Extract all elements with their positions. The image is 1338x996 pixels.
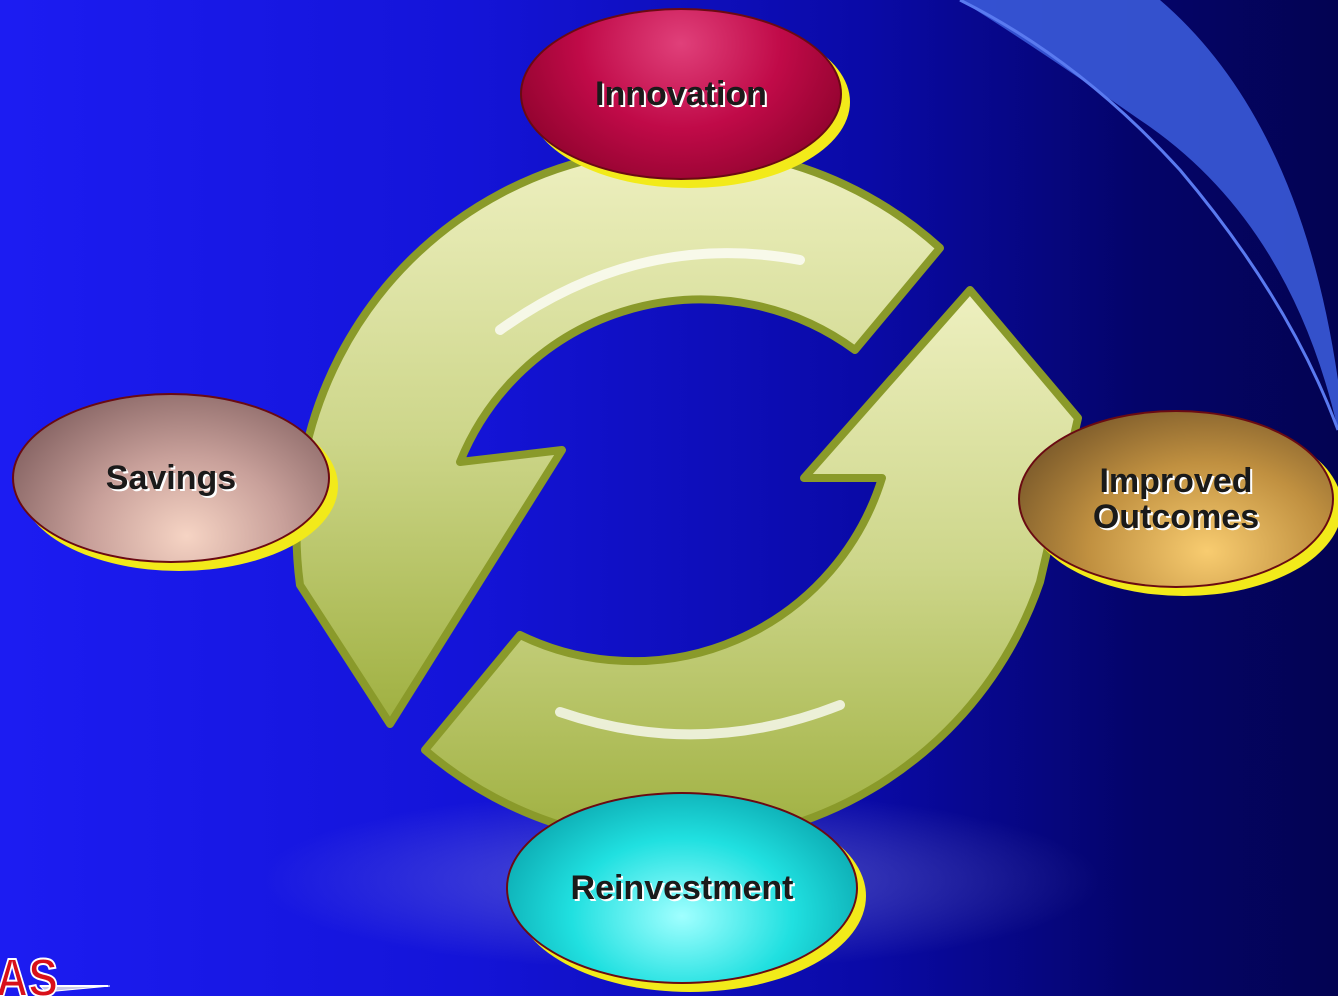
logo-icon: AS bbox=[0, 947, 110, 996]
node-ellipse: Reinvestment bbox=[506, 792, 858, 984]
node-savings: Savings bbox=[12, 393, 338, 571]
node-label-savings: Savings bbox=[105, 459, 237, 497]
node-ellipse: Improved Outcomes bbox=[1018, 410, 1334, 588]
cycle-arrow-highlight-lower bbox=[555, 700, 845, 740]
node-improved-outcomes: Improved Outcomes bbox=[1018, 410, 1338, 596]
node-ellipse: Savings bbox=[12, 393, 330, 563]
cycle-arrow-highlight-upper bbox=[495, 248, 805, 335]
node-reinvestment: Reinvestment bbox=[506, 792, 866, 992]
corner-swoosh-highlight bbox=[959, 0, 1338, 431]
node-label-innovation: Innovation bbox=[595, 75, 767, 113]
svg-text:AS: AS bbox=[0, 948, 58, 996]
node-innovation: Innovation bbox=[520, 8, 850, 188]
node-label-reinvestment: Reinvestment bbox=[570, 869, 794, 907]
node-ellipse: Innovation bbox=[520, 8, 842, 180]
node-label-improved-outcomes: Improved Outcomes bbox=[1092, 462, 1260, 536]
corner-swoosh bbox=[960, 0, 1338, 430]
